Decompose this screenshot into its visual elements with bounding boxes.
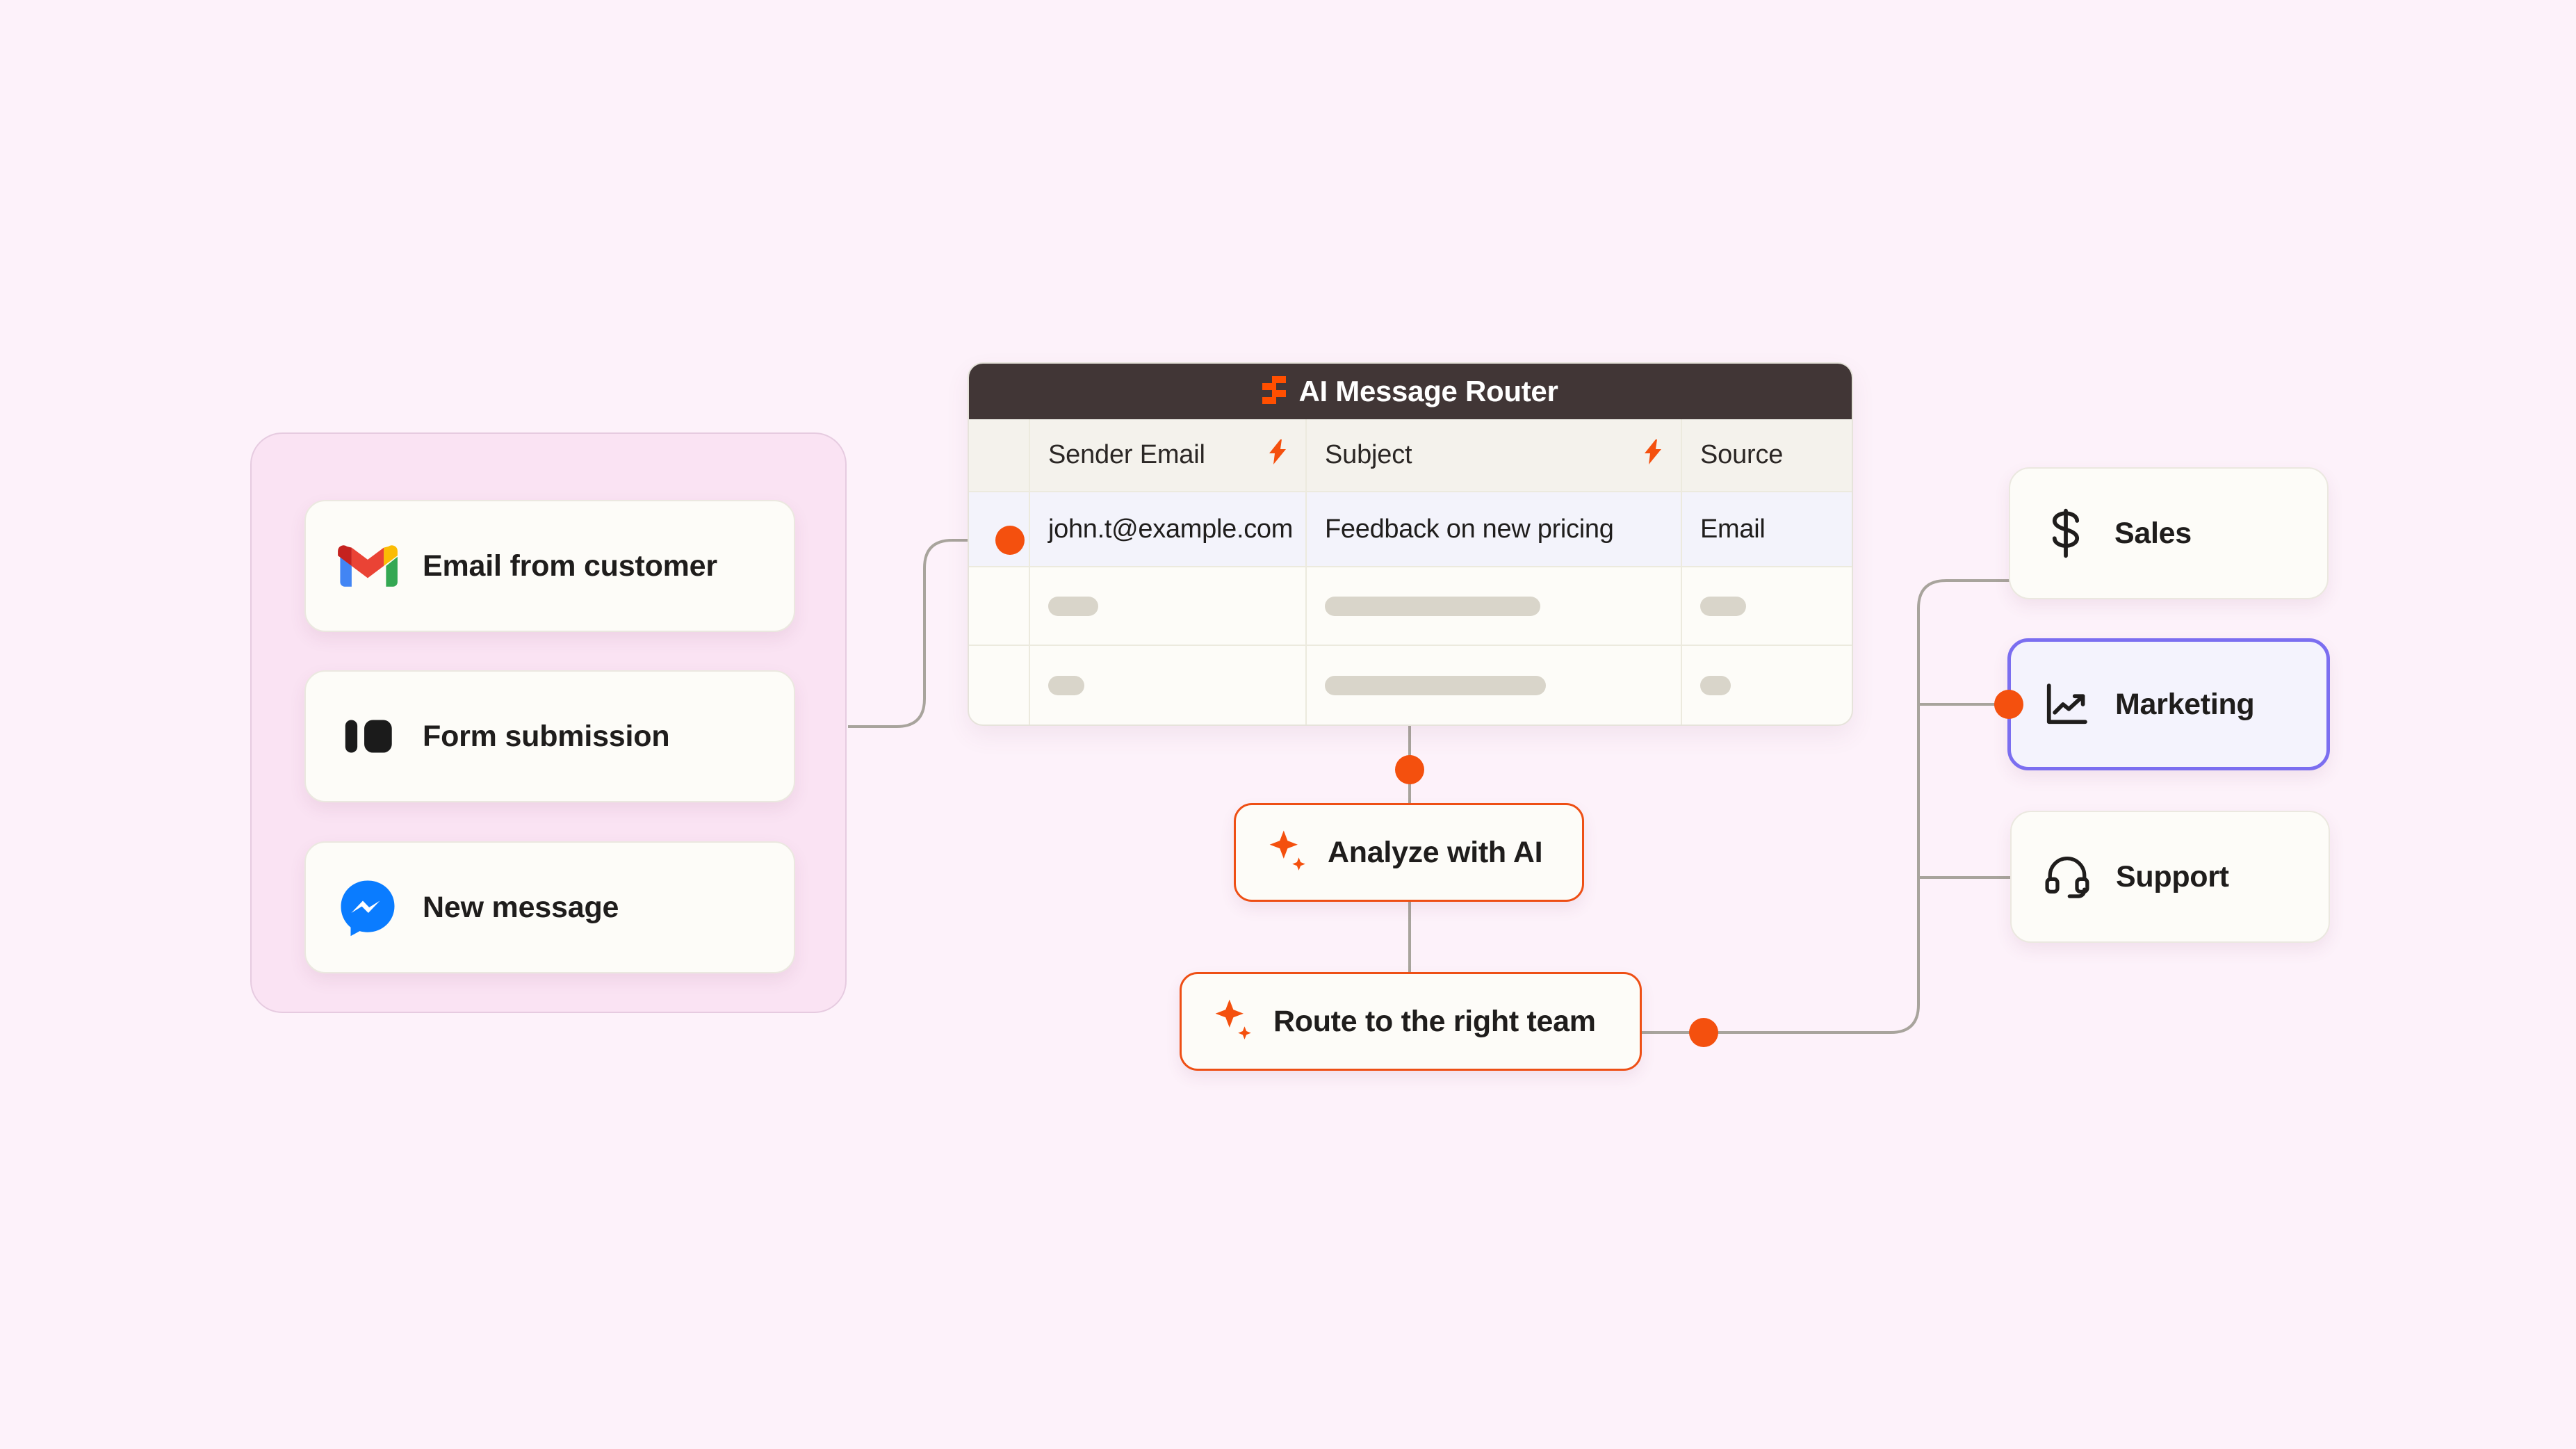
destination-label: Marketing — [2115, 687, 2255, 721]
row-gutter — [969, 492, 1030, 566]
trigger-label: Email from customer — [423, 549, 717, 583]
column-header-subject[interactable]: Subject — [1307, 419, 1682, 491]
ai-action-label: Route to the right team — [1273, 1004, 1596, 1038]
skeleton-bar — [1048, 596, 1098, 616]
router-title: AI Message Router — [1298, 375, 1558, 407]
zapier-logo-icon — [1262, 375, 1287, 407]
trigger-label: Form submission — [423, 719, 670, 753]
connector-dot-analyze — [1395, 755, 1424, 784]
cell-placeholder — [1307, 646, 1682, 724]
column-label: Subject — [1325, 440, 1412, 469]
connector-dot-route — [1689, 1018, 1718, 1047]
destination-card-support[interactable]: Support — [2010, 811, 2330, 943]
trigger-card-email[interactable]: Email from customer — [304, 500, 795, 632]
column-header-source[interactable]: Source — [1682, 419, 1852, 491]
headset-icon — [2041, 850, 2094, 903]
trigger-card-message[interactable]: New message — [304, 841, 795, 973]
typeform-icon — [338, 706, 398, 766]
lightning-bolt-icon — [1269, 439, 1287, 471]
column-label: Source — [1700, 440, 1784, 469]
dollar-sign-icon — [2039, 507, 2092, 560]
trigger-card-form[interactable]: Form submission — [304, 670, 795, 802]
cell-sender-email: john.t@example.com — [1030, 492, 1307, 566]
table-header-row: Sender Email Subject Source — [969, 419, 1852, 492]
router-titlebar: AI Message Router — [969, 364, 1852, 419]
skeleton-bar — [1325, 675, 1546, 695]
line-chart-icon — [2040, 678, 2093, 731]
skeleton-bar — [1700, 596, 1746, 616]
skeleton-bar — [1325, 596, 1540, 616]
triggers-panel: Email from customer Form submission New … — [250, 432, 847, 1013]
skeleton-bar — [1048, 675, 1084, 695]
lightning-bolt-icon — [1645, 439, 1663, 471]
table-row[interactable]: john.t@example.com Feedback on new prici… — [969, 492, 1852, 567]
destination-label: Support — [2116, 859, 2229, 893]
destination-label: Sales — [2114, 516, 2192, 550]
messenger-icon — [338, 877, 398, 937]
table-row[interactable] — [969, 646, 1852, 724]
column-label: Sender Email — [1048, 440, 1205, 469]
cell-subject: Feedback on new pricing — [1307, 492, 1682, 566]
gmail-icon — [338, 536, 398, 596]
ai-message-router-table: AI Message Router Sender Email Subject S… — [968, 362, 1853, 726]
ai-action-analyze[interactable]: Analyze with AI — [1234, 803, 1584, 902]
column-header-sender-email[interactable]: Sender Email — [1030, 419, 1307, 491]
connector-dot-marketing — [1994, 690, 2023, 719]
cell-placeholder — [1682, 646, 1852, 724]
cell-placeholder — [1307, 567, 1682, 645]
row-gutter — [969, 646, 1030, 724]
cell-source: Email — [1700, 514, 1766, 544]
destination-card-sales[interactable]: Sales — [2009, 467, 2329, 599]
ai-action-label: Analyze with AI — [1328, 835, 1543, 869]
cell-placeholder — [1682, 567, 1852, 645]
ai-action-route[interactable]: Route to the right team — [1180, 972, 1642, 1071]
table-row[interactable] — [969, 567, 1852, 646]
cell-placeholder — [1030, 567, 1307, 645]
cell-placeholder — [1030, 646, 1307, 724]
skeleton-bar — [1700, 675, 1731, 695]
row-gutter — [969, 567, 1030, 645]
ai-sparkle-icon — [1212, 998, 1255, 1045]
ai-sparkle-icon — [1266, 829, 1310, 876]
destination-card-marketing[interactable]: Marketing — [2007, 638, 2330, 770]
header-gutter — [969, 419, 1030, 491]
connector-dot-table-row — [995, 526, 1025, 555]
trigger-label: New message — [423, 890, 619, 924]
